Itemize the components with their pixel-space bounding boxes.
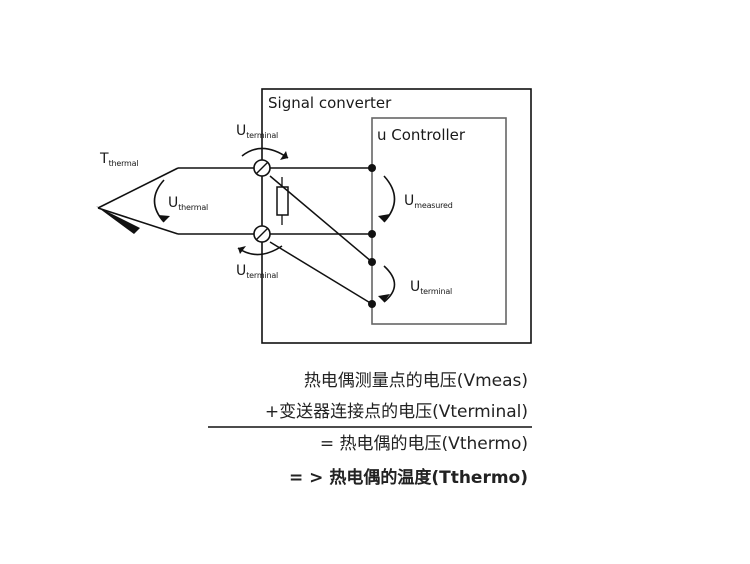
signal-converter-box [261,88,532,344]
controller-input-3 [368,258,376,266]
arrowhead-u-terminal-right [378,294,390,302]
signal-converter-label: Signal converter [268,94,392,112]
terminal-bottom [253,225,271,243]
controller-label: u Controller [377,126,466,144]
arrowhead-u-thermal [158,215,170,222]
wire-diagonal-lower [269,241,373,305]
thermocouple-wire-lower [97,207,179,235]
formula-line-2: +变送器连接点的电压(Vterminal) [264,402,528,422]
u-measured-label: Umeasured [404,193,453,210]
u-terminal-top-label: Uterminal [236,123,279,140]
arrowhead-u-terminal-top [280,151,288,160]
formula-line-4: = > 热电偶的温度(Tthermo) [289,468,528,488]
arrow-u-terminal-top [241,147,289,159]
u-thermal-label: Uthermal [168,195,209,212]
arrowhead-u-terminal-bottom [238,246,246,254]
controller-box [371,117,507,325]
u-terminal-right-label: Uterminal [410,279,453,296]
arrow-u-measured [383,175,396,223]
arrow-u-terminal-right [383,265,396,303]
terminal-top [253,159,271,177]
formula-line-3: = 热电偶的电压(Vthermo) [319,434,528,454]
thermocouple-tip [96,206,140,234]
formula-sum-line [208,426,532,428]
thermocouple-wire-upper [97,167,179,209]
u-terminal-bottom-label: Uterminal [236,263,279,280]
t-thermal-label: Tthermal [100,151,139,168]
controller-input-4 [368,300,376,308]
wire-diagonal-upper [269,175,373,263]
arrowhead-u-measured [378,214,390,222]
resistor [276,186,289,216]
controller-input-2 [368,230,376,238]
formula-line-1: 热电偶测量点的电压(Vmeas) [303,371,528,391]
controller-input-1 [368,164,376,172]
